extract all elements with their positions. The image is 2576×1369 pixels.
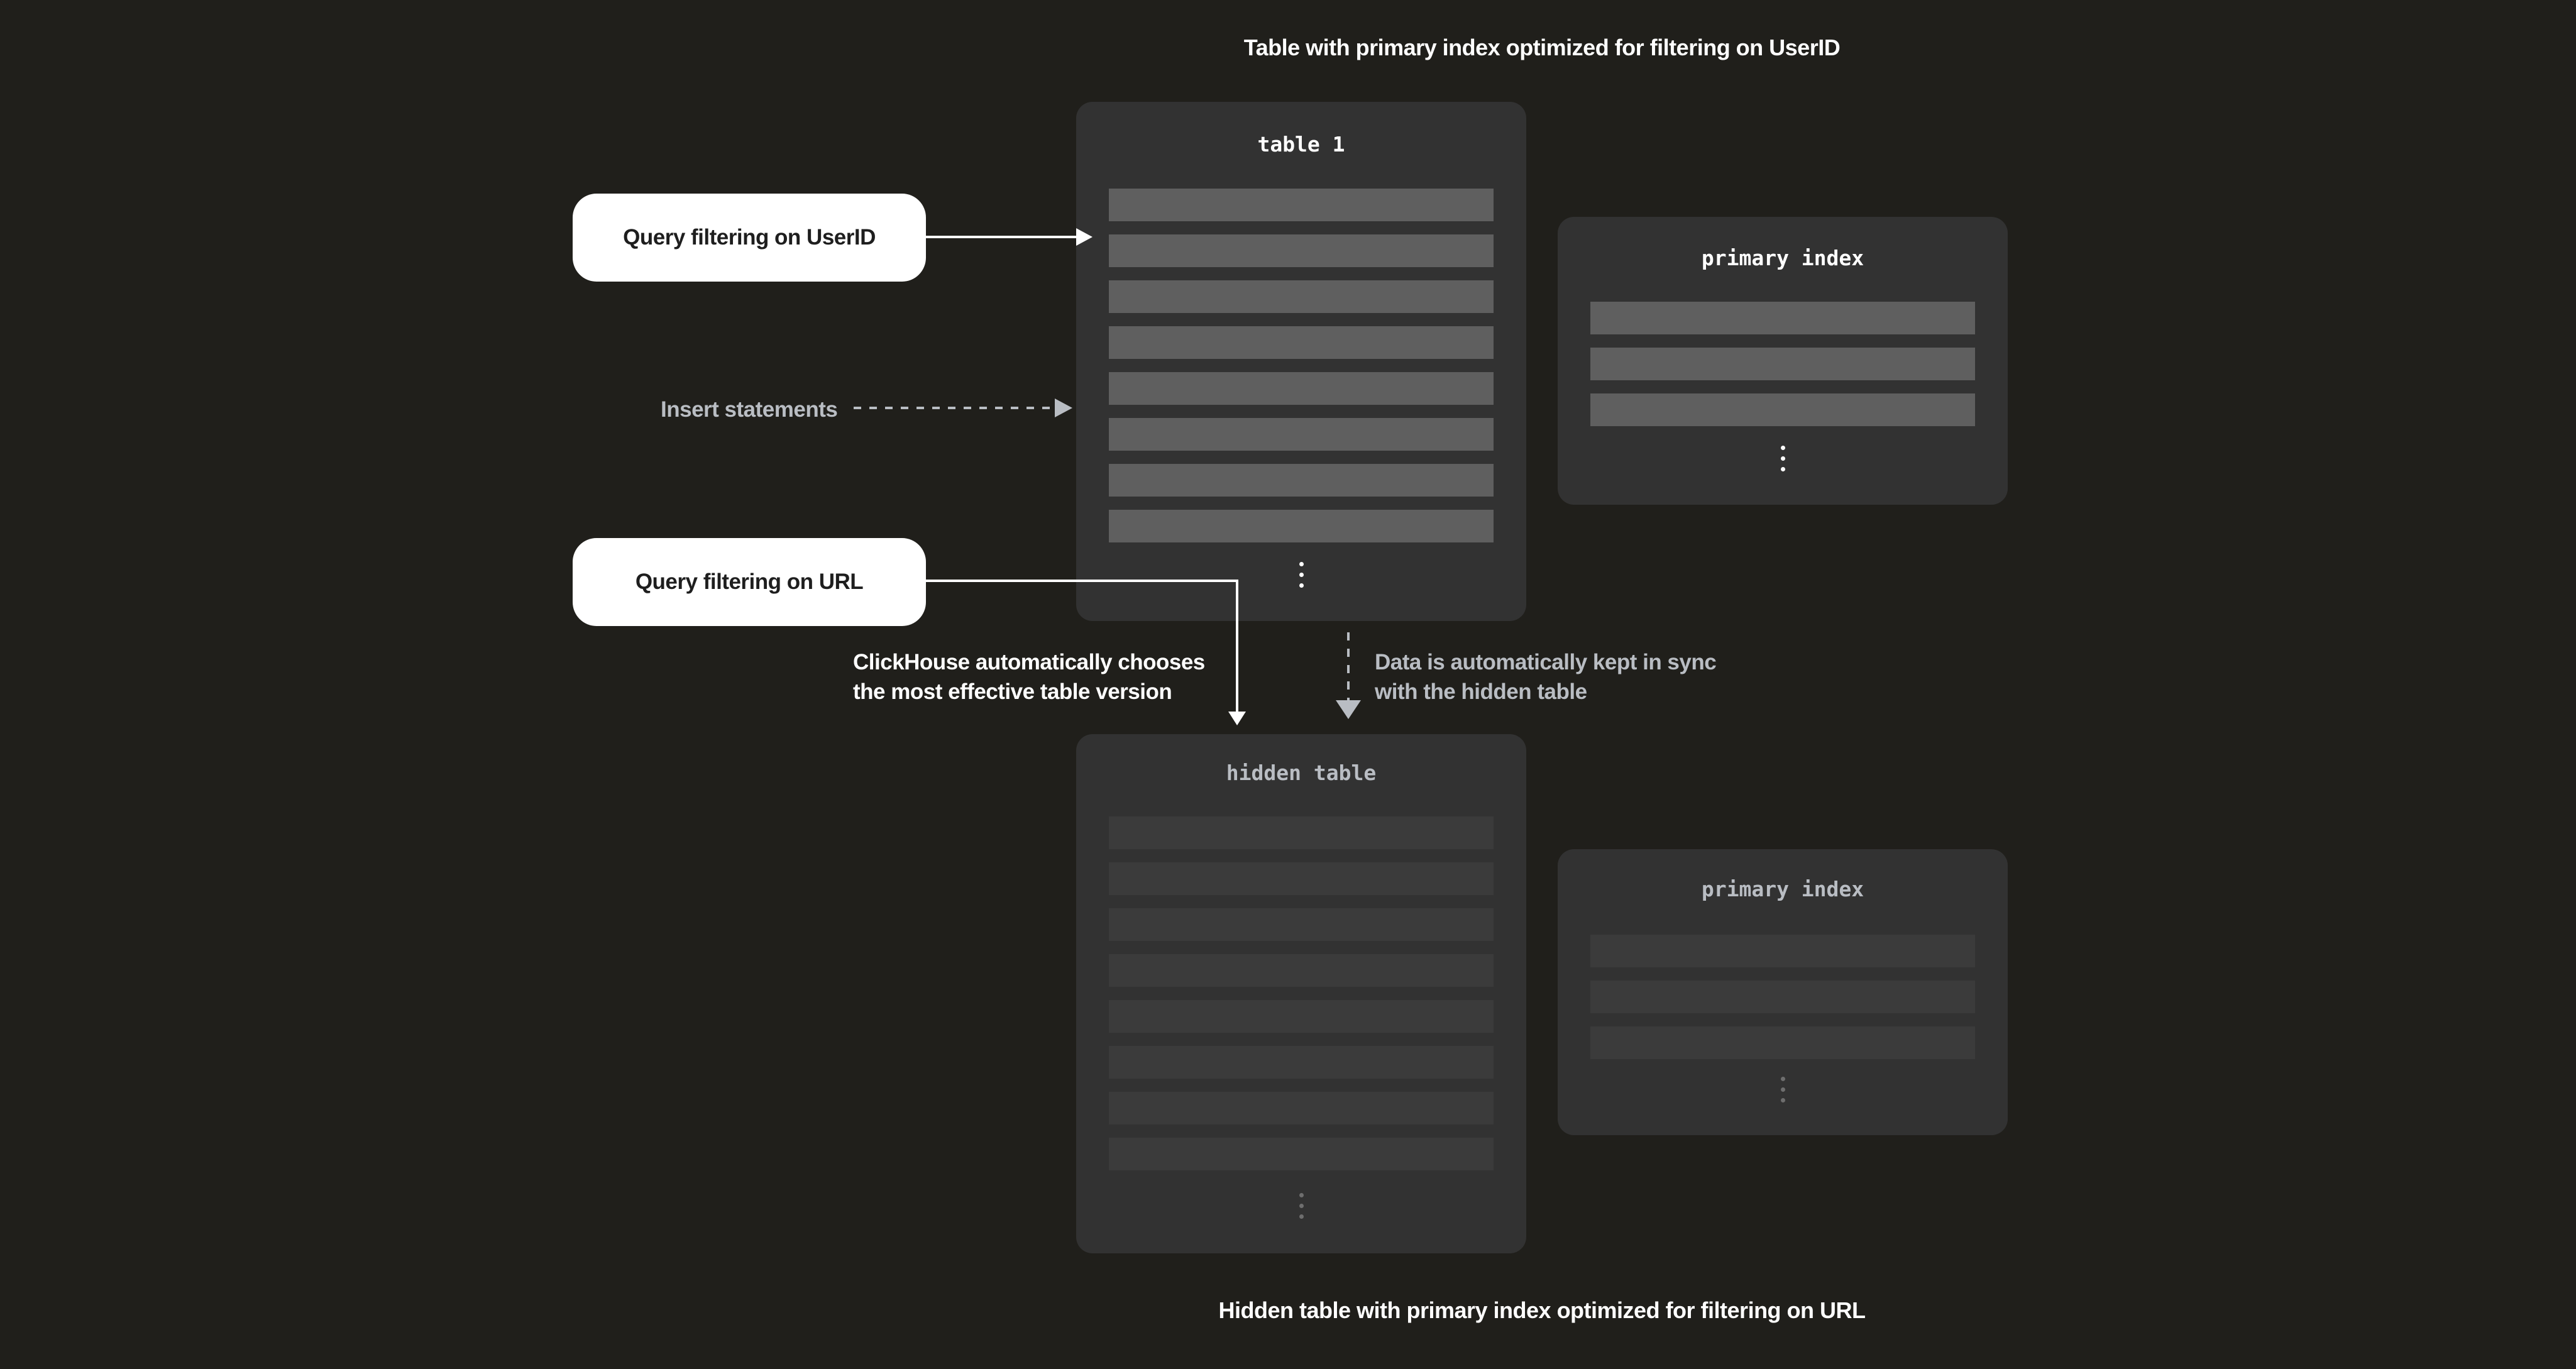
table-row bbox=[1109, 1000, 1494, 1033]
table-row bbox=[1109, 464, 1494, 497]
table-row bbox=[1109, 954, 1494, 987]
table-row bbox=[1109, 862, 1494, 895]
primary-index-bottom-panel: primary index bbox=[1558, 849, 2008, 1135]
primary-index-top-rows bbox=[1590, 302, 1975, 426]
primary-index-top-title: primary index bbox=[1701, 246, 1864, 270]
query-url-elbow-horizontal bbox=[926, 580, 1238, 582]
primary-index-top-panel: primary index bbox=[1558, 217, 2008, 505]
sync-dashed-arrow-head bbox=[1336, 700, 1361, 719]
sync-note-line2: with the hidden table bbox=[1375, 679, 1587, 704]
table-row bbox=[1109, 816, 1494, 849]
sync-note: Data is automatically kept in sync with … bbox=[1375, 647, 1717, 706]
table-row bbox=[1109, 1046, 1494, 1079]
caption-bottom: Hidden table with primary index optimize… bbox=[1218, 1297, 1866, 1323]
table-row bbox=[1109, 908, 1494, 941]
table-row bbox=[1590, 981, 1975, 1013]
table-row bbox=[1590, 302, 1975, 334]
table1-rows bbox=[1109, 189, 1494, 542]
insert-arrow-line bbox=[854, 407, 1056, 409]
query-userid-label: Query filtering on UserID bbox=[573, 194, 926, 282]
sync-note-line1: Data is automatically kept in sync bbox=[1375, 650, 1717, 674]
table-row bbox=[1590, 1026, 1975, 1059]
table-row bbox=[1590, 348, 1975, 380]
primary-index-bottom-ellipsis bbox=[1558, 1077, 2008, 1102]
auto-choose-note: ClickHouse automatically chooses the mos… bbox=[853, 647, 1205, 706]
table-row bbox=[1109, 280, 1494, 313]
table-row bbox=[1590, 393, 1975, 426]
table1-title: table 1 bbox=[1257, 132, 1345, 157]
insert-arrow-head bbox=[1055, 399, 1072, 417]
table-row bbox=[1109, 234, 1494, 267]
primary-index-top-ellipsis bbox=[1558, 446, 2008, 471]
hidden-table-ellipsis bbox=[1076, 1193, 1526, 1219]
primary-index-bottom-title: primary index bbox=[1701, 877, 1864, 901]
table-row bbox=[1109, 1138, 1494, 1170]
table-row bbox=[1109, 189, 1494, 221]
hidden-table-title: hidden table bbox=[1226, 761, 1377, 785]
query-url-elbow-vertical bbox=[1236, 580, 1238, 713]
insert-statements-label: Insert statements bbox=[661, 397, 838, 422]
hidden-table-panel: hidden table bbox=[1076, 734, 1526, 1253]
table-row bbox=[1590, 935, 1975, 967]
query-userid-arrow-head bbox=[1076, 228, 1093, 246]
table-row bbox=[1109, 510, 1494, 542]
hidden-table-rows bbox=[1109, 816, 1494, 1170]
query-url-arrow-head bbox=[1228, 712, 1246, 725]
table-row bbox=[1109, 1092, 1494, 1124]
table1-ellipsis bbox=[1076, 562, 1526, 588]
table1-panel: table 1 bbox=[1076, 102, 1526, 621]
table-row bbox=[1109, 372, 1494, 405]
auto-choose-note-line1: ClickHouse automatically chooses bbox=[853, 650, 1205, 674]
auto-choose-note-line2: the most effective table version bbox=[853, 679, 1172, 704]
primary-index-bottom-rows bbox=[1590, 935, 1975, 1059]
query-url-label: Query filtering on URL bbox=[573, 538, 926, 626]
query-userid-arrow-line bbox=[926, 236, 1078, 238]
sync-dashed-arrow-line bbox=[1347, 632, 1350, 701]
table-row bbox=[1109, 418, 1494, 451]
table-row bbox=[1109, 326, 1494, 359]
caption-top: Table with primary index optimized for f… bbox=[1243, 35, 1841, 60]
